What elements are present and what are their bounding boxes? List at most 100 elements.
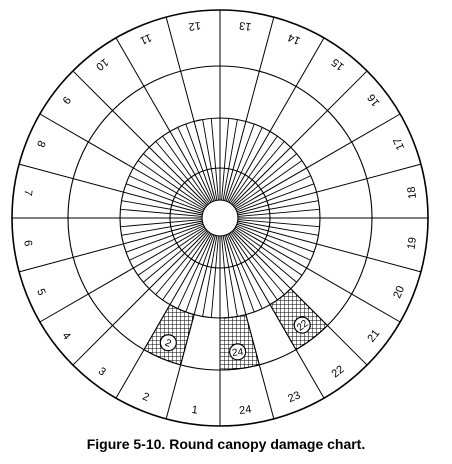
panel-divider <box>210 118 219 201</box>
gore-seam <box>235 226 401 323</box>
panel-divider <box>222 119 238 201</box>
panel-divider <box>234 227 303 276</box>
gore-seam <box>228 37 325 203</box>
gore-label-13: 13 <box>238 19 252 32</box>
gore-label-6: 6 <box>21 240 34 248</box>
panel-divider <box>229 232 278 301</box>
damage-badge-22: 22 <box>293 316 311 334</box>
gore-label-20: 20 <box>391 284 407 300</box>
gore-seam <box>165 235 216 420</box>
badge-circle <box>229 343 247 361</box>
gore-label-4: 4 <box>59 330 72 342</box>
damage-badges: 2 24 22 <box>159 316 311 361</box>
panel-divider <box>221 118 230 201</box>
panel-divider <box>236 183 315 213</box>
panel-divider <box>237 219 320 228</box>
gore-label-18: 18 <box>406 186 419 200</box>
panel-divider <box>225 123 255 202</box>
gore-seam <box>165 16 216 201</box>
panel-divider <box>225 234 255 313</box>
panel-divider <box>162 232 211 301</box>
panel-divider <box>155 141 209 205</box>
gore-seam <box>237 222 422 273</box>
panel-divider <box>237 200 319 216</box>
panel-divider <box>129 225 204 261</box>
gore-seam <box>237 163 422 214</box>
gore-label-16: 16 <box>365 91 382 108</box>
gore-label-9: 9 <box>59 94 72 106</box>
gore-label-8: 8 <box>34 139 47 149</box>
figure-caption: Figure 5-10. Round canopy damage chart. <box>86 436 366 452</box>
gore-label-17: 17 <box>391 136 407 152</box>
panel-divider <box>143 153 207 207</box>
gore-label-22: 22 <box>330 363 347 380</box>
gore-label-10: 10 <box>93 56 110 73</box>
panel-divider <box>121 220 203 236</box>
canopy-grid <box>11 9 429 427</box>
badge-circle <box>293 316 311 334</box>
panel-divider <box>125 183 204 213</box>
badge-number: 2 <box>163 338 173 350</box>
badge-circle <box>159 334 177 352</box>
gore-label-23: 23 <box>286 389 302 405</box>
panel-divider <box>227 234 263 309</box>
panel-divider <box>129 175 204 211</box>
gore-seam <box>228 233 325 399</box>
panel-divider <box>177 234 213 309</box>
gore-label-24: 24 <box>238 404 252 417</box>
gore-seam <box>232 230 368 366</box>
panel-divider <box>229 135 278 204</box>
gore-seam <box>235 113 401 210</box>
gore-seam <box>224 16 275 201</box>
gore-seam <box>18 222 203 273</box>
panel-divider <box>177 127 213 202</box>
panel-divider <box>120 219 203 228</box>
panel-divider <box>202 119 218 201</box>
gore-seam <box>224 235 275 420</box>
panel-divider <box>121 200 203 216</box>
panel-divider <box>231 141 285 205</box>
gore-label-12: 12 <box>188 19 202 32</box>
panel-divider <box>222 235 238 317</box>
panel-divider <box>236 225 311 261</box>
gore-seam <box>18 163 203 214</box>
gore-label-5: 5 <box>34 287 47 297</box>
gore-seam <box>39 113 205 210</box>
panel-divider <box>185 234 215 313</box>
panel-divider <box>227 127 263 202</box>
gore-label-1: 1 <box>191 404 199 417</box>
gore-label-15: 15 <box>330 56 347 73</box>
gore-seam <box>232 70 368 206</box>
gore-label-2: 2 <box>141 391 151 404</box>
gore-seam <box>72 70 208 206</box>
panel-divider <box>234 160 303 209</box>
gore-label-3: 3 <box>96 365 108 378</box>
panel-divider <box>236 175 311 211</box>
panel-divider <box>231 231 285 295</box>
gore-label-19: 19 <box>406 236 419 250</box>
damage-badge-24: 24 <box>229 343 247 361</box>
panel-divider <box>221 235 230 318</box>
panel-divider <box>137 160 206 209</box>
ring-1 <box>201 199 239 237</box>
panel-divider <box>237 220 319 236</box>
panel-divider <box>210 235 219 318</box>
gore-seam <box>39 226 205 323</box>
gore-seam <box>115 37 212 203</box>
gore-label-21: 21 <box>365 328 382 345</box>
gore-label-14: 14 <box>286 31 302 47</box>
gore-label-7: 7 <box>21 189 34 197</box>
panel-divider <box>120 208 203 217</box>
panel-divider <box>233 229 297 283</box>
panel-divider <box>143 229 207 283</box>
panel-divider <box>237 208 320 217</box>
panel-divider <box>155 231 209 295</box>
panel-divider <box>137 227 206 276</box>
panel-divider <box>233 153 297 207</box>
gore-seam <box>72 230 208 366</box>
panel-divider <box>202 235 218 317</box>
panel-divider <box>185 123 215 202</box>
panel-divider <box>125 223 204 253</box>
